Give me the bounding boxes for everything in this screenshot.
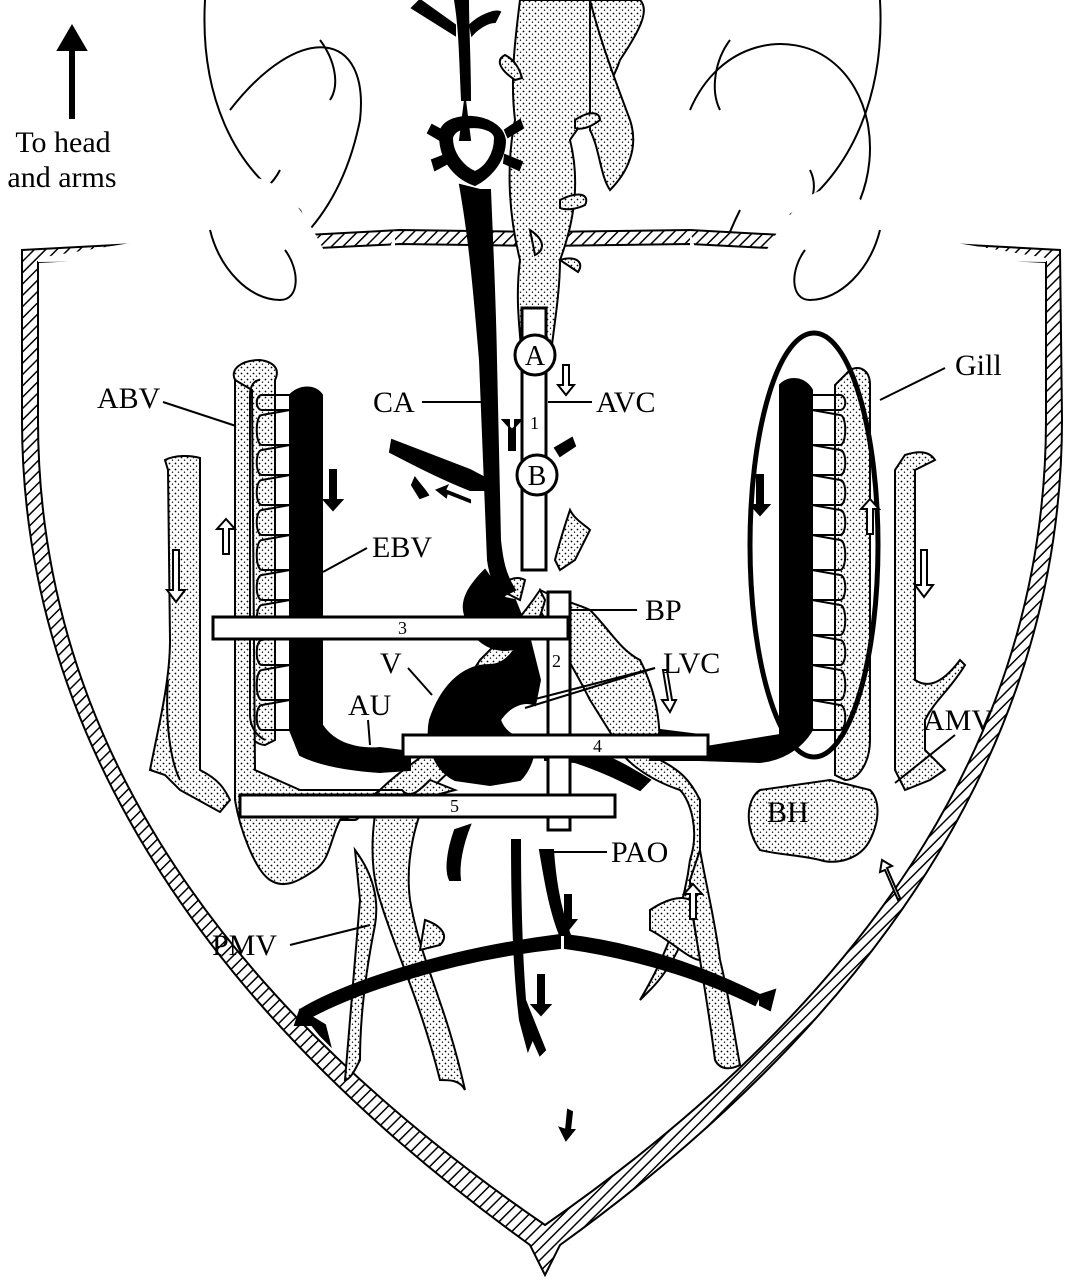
direction-note-line2: and arms [7, 161, 116, 194]
label-gill: Gill [955, 349, 1002, 382]
marker-a-label: A [525, 341, 546, 372]
stipple-outline [166, 379, 266, 781]
gill-right [795, 394, 847, 731]
section-bar-4 [401, 733, 710, 759]
direction-note-line1: To head [15, 126, 110, 159]
head-cover [38, 177, 1046, 320]
direction-note: To head and arms [7, 126, 116, 194]
label-pao: PAO [611, 836, 668, 869]
flow-arrows [56, 24, 935, 1142]
section-numbers: 1 2 3 4 5 [398, 413, 602, 816]
label-v: V [380, 647, 402, 680]
section-bar-5 [238, 793, 617, 819]
up-arrow-icon [56, 24, 88, 119]
label-ca: CA [373, 386, 415, 419]
label-bp: BP [645, 594, 682, 627]
label-bh: BH [767, 796, 809, 829]
structure-labels: ABV CA AVC Gill EBV BP LVC V AU AMV BH P… [97, 349, 1002, 962]
label-abv: ABV [97, 382, 161, 415]
label-ebv: EBV [372, 531, 432, 564]
label-amv: AMV [923, 704, 993, 737]
section-bar-3 [211, 615, 570, 641]
section-number-3: 3 [398, 618, 407, 638]
label-avc: AVC [596, 386, 655, 419]
marker-b [515, 453, 559, 497]
marker-b-label: B [528, 461, 547, 492]
label-pmv: PMV [212, 929, 277, 962]
label-au: AU [348, 689, 392, 722]
gill-highlight-ellipse [747, 330, 881, 760]
marker-a [513, 333, 557, 377]
label-lvc: LVC [663, 647, 720, 680]
section-number-2: 2 [552, 651, 561, 671]
section-number-1: 1 [530, 413, 539, 433]
section-bar-2 [546, 590, 572, 832]
section-number-5: 5 [450, 796, 459, 816]
section-number-4: 4 [593, 736, 602, 756]
position-markers: A B [513, 333, 559, 497]
cannula-bars [211, 306, 710, 832]
leader-lines [162, 367, 956, 946]
